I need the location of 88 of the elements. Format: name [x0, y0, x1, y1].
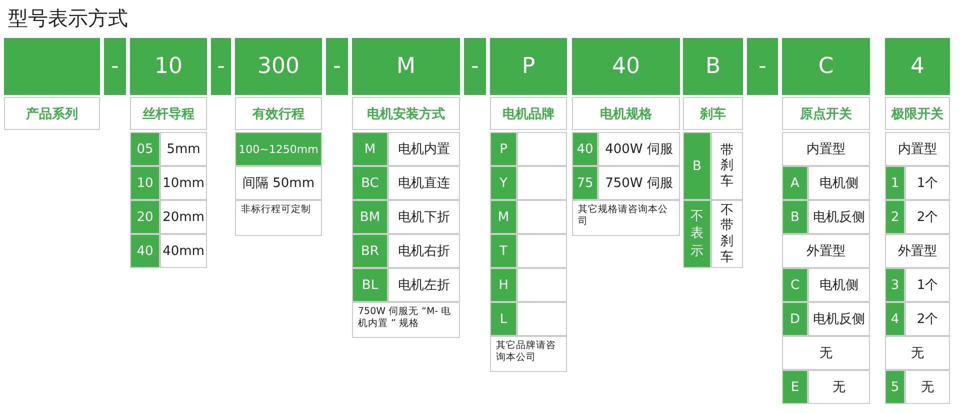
- note-text: 其它规格请咨询本公司: [572, 200, 680, 236]
- description-cell: 无: [885, 336, 950, 370]
- code-segment: 4: [885, 38, 950, 95]
- dash-segment: -: [464, 38, 486, 95]
- page-title: 型号表示方式: [8, 4, 129, 32]
- code-cell: 40: [572, 132, 598, 166]
- code-cell: B: [683, 132, 711, 200]
- code-segment: 40: [572, 38, 680, 95]
- code-segment: M: [352, 38, 460, 95]
- description-cell: 不带刹车: [711, 200, 743, 268]
- column-header: 有效行程: [235, 97, 322, 130]
- description-cell: 间隔 50mm: [235, 166, 322, 200]
- code-segment: B: [683, 38, 743, 95]
- code-segment: P: [490, 38, 567, 95]
- dash-segment: -: [104, 38, 126, 95]
- code-segment: 300: [235, 38, 322, 95]
- column-header: 原点开关: [782, 97, 870, 130]
- code-cell: BC: [352, 166, 388, 200]
- column-header: 电机安装方式: [352, 97, 460, 130]
- code-cell: Y: [490, 166, 517, 200]
- code-cell: 不表示: [683, 200, 711, 268]
- code-cell: 100~1250mm: [235, 132, 322, 166]
- description-cell: 内置型: [782, 132, 870, 166]
- dash-segment: -: [326, 38, 348, 95]
- description-cell: 电机反侧: [808, 302, 870, 336]
- description-cell: 5mm: [160, 132, 207, 166]
- code-cell: 2: [885, 200, 905, 234]
- description-cell: 无: [782, 336, 870, 370]
- description-cell: 电机内置: [388, 132, 460, 166]
- note-text: 其它品牌请咨询本公司: [490, 336, 567, 372]
- code-cell: M: [490, 200, 517, 234]
- description-cell: 电机右折: [388, 234, 460, 268]
- description-cell: 外置型: [885, 234, 950, 268]
- dash-segment: -: [747, 38, 778, 95]
- code-cell: H: [490, 268, 517, 302]
- code-cell: D: [782, 302, 808, 336]
- description-cell: 1个: [905, 268, 950, 302]
- dash-segment: -: [211, 38, 231, 95]
- code-cell: 1: [885, 166, 905, 200]
- column-header: 电机品牌: [490, 97, 567, 130]
- description-cell: 1个: [905, 166, 950, 200]
- column-header: 极限开关: [885, 97, 950, 130]
- code-cell: C: [782, 268, 808, 302]
- code-cell: 20: [130, 200, 160, 234]
- description-cell: 2个: [905, 200, 950, 234]
- description-cell: 电机侧: [808, 268, 870, 302]
- note-text: 非标行程可定制: [235, 200, 322, 236]
- description-cell: 电机反侧: [808, 200, 870, 234]
- description-cell: 外置型: [782, 234, 870, 268]
- code-cell: BM: [352, 200, 388, 234]
- code-cell: 3: [885, 268, 905, 302]
- column-header: 刹车: [683, 97, 743, 130]
- code-cell: 75: [572, 166, 598, 200]
- column-header: 产品系列: [4, 97, 100, 130]
- description-cell: 内置型: [885, 132, 950, 166]
- code-cell: 4: [885, 302, 905, 336]
- description-cell: 无: [808, 370, 870, 404]
- code-cell: P: [490, 132, 517, 166]
- description-cell: 20mm: [160, 200, 207, 234]
- code-segment: [4, 38, 100, 95]
- column-header: 丝杆导程: [130, 97, 207, 130]
- code-cell: BR: [352, 234, 388, 268]
- code-cell: 05: [130, 132, 160, 166]
- description-cell: 750W 伺服: [598, 166, 680, 200]
- code-cell: BL: [352, 268, 388, 302]
- description-cell: 40mm: [160, 234, 207, 268]
- description-cell: 电机左折: [388, 268, 460, 302]
- code-cell: E: [782, 370, 808, 404]
- description-cell: 无: [905, 370, 950, 404]
- note-text: 750W 伺服无 “M- 电机内置 ” 规格: [352, 302, 460, 338]
- description-cell: 电机直连: [388, 166, 460, 200]
- code-segment: C: [782, 38, 870, 95]
- description-cell: 400W 伺服: [598, 132, 680, 166]
- code-cell: 40: [130, 234, 160, 268]
- code-cell: A: [782, 166, 808, 200]
- description-cell: 2个: [905, 302, 950, 336]
- code-cell: 5: [885, 370, 905, 404]
- code-segment: 10: [130, 38, 207, 95]
- code-cell: 10: [130, 166, 160, 200]
- code-cell: L: [490, 302, 517, 336]
- column-header: 电机规格: [572, 97, 680, 130]
- description-cell: 带刹车: [711, 132, 743, 200]
- description-cell: 电机下折: [388, 200, 460, 234]
- code-cell: T: [490, 234, 517, 268]
- description-cell: 10mm: [160, 166, 207, 200]
- description-cell: 电机侧: [808, 166, 870, 200]
- code-cell: M: [352, 132, 388, 166]
- code-cell: B: [782, 200, 808, 234]
